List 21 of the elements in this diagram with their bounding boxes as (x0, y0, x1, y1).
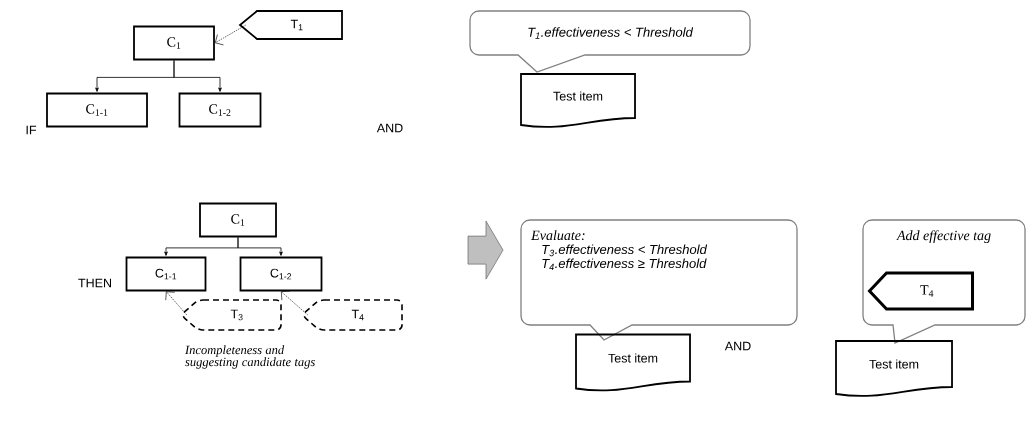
keyword-label: IF (26, 125, 37, 135)
keyword-label: THEN (78, 278, 111, 288)
block-arrow (467, 220, 504, 280)
arrow (237, 237, 283, 256)
keyword-label: AND (724, 341, 751, 351)
arrow (165, 291, 188, 316)
class-box: C$_{1-1}$ (46, 92, 148, 128)
arrow (214, 24, 247, 46)
class-box: C$_{1-1}$ (125, 256, 207, 292)
candidate-tag: T$_{4}$ (303, 299, 403, 331)
class-box: C$_{1}$ (199, 202, 277, 238)
speech-bubble: T$_{1}$.effectiveness < Threshold (469, 10, 751, 73)
class-box: C$_{1-2}$ (178, 92, 262, 128)
speech-bubble: Evaluate: T$_{3}$.effectiveness < Threshold T$_{4}$.effectiveness ≥ Threshold (520, 219, 798, 341)
arrow (281, 290, 309, 316)
class-box: C$_{1}$ (133, 25, 215, 61)
caption-text: Incompleteness and suggesting candidate tags (184, 345, 315, 369)
class-box: C$_{1-2}$ (239, 256, 323, 292)
arrow (173, 60, 222, 92)
candidate-tag: T$_{3}$ (182, 299, 282, 331)
keyword-label: AND (376, 123, 403, 133)
